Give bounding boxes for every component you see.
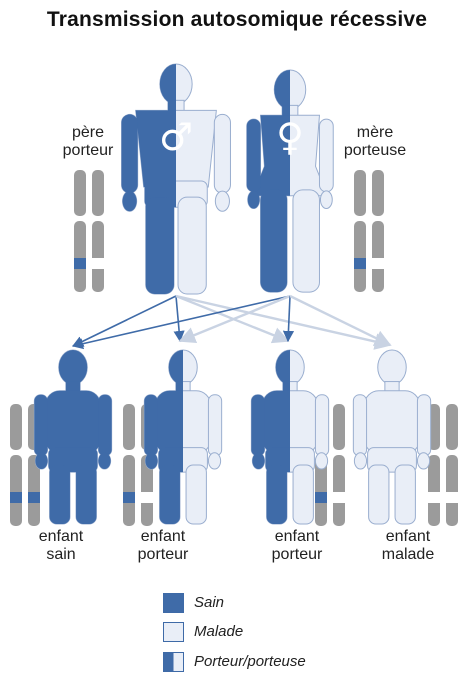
inheritance-arrow-2 [173,295,185,343]
legend-label-sain: Sain [194,594,225,611]
legend-swatch-malade [163,622,184,642]
child-1-chromosomes [10,404,40,526]
inheritance-arrow-6 [178,294,291,344]
mother-label-line2: porteuse [343,142,407,159]
child-3-label-line1: enfant [274,528,320,545]
child-1-label-line1: enfant [38,528,84,545]
legend-swatch-sain [163,593,184,613]
child-1-figure [33,349,113,525]
child-2-figure [143,349,223,525]
father-label-line1: père [71,124,105,141]
child-3-figure [250,349,330,525]
child-4-label-line2: malade [381,546,435,563]
legend-swatch-porteur [163,652,184,672]
legend-label-malade: Malade [194,623,244,640]
child-4-figure [352,349,432,525]
child-4-label: enfant malade [366,528,450,564]
child-4-label-line1: enfant [385,528,431,545]
child-1-label: enfant sain [22,528,100,564]
father-label-line2: porteur [62,142,114,159]
mother-figure [246,69,334,293]
mother-label-line1: mère [356,124,394,141]
child-3-label: enfant porteur [255,528,339,564]
father-figure [121,63,231,295]
child-2-label-line2: porteur [137,546,189,563]
child-2-label-line1: enfant [140,528,186,545]
father-chromosomes [74,170,104,292]
inheritance-arrow-5 [71,295,291,350]
inheritance-arrow-4 [175,294,392,350]
legend-label-porteur: Porteur/porteuse [194,653,306,670]
child-3-label-line2: porteur [271,546,323,563]
father-label: père porteur [48,124,128,160]
female-symbol-icon: ♀ [276,115,304,159]
mother-chromosomes [354,170,384,292]
inheritance-arrow-1 [71,295,177,347]
page-title: Transmission autosomique récessive [46,8,428,31]
child-4-chromosomes [428,404,458,526]
child-2-label: enfant porteur [121,528,205,564]
inheritance-arrow-8 [289,294,392,347]
male-symbol-icon: ♂ [159,115,193,159]
inheritance-arrow-7 [282,295,295,343]
child-1-label-line2: sain [46,546,76,563]
mother-label: mère porteuse [333,124,417,160]
